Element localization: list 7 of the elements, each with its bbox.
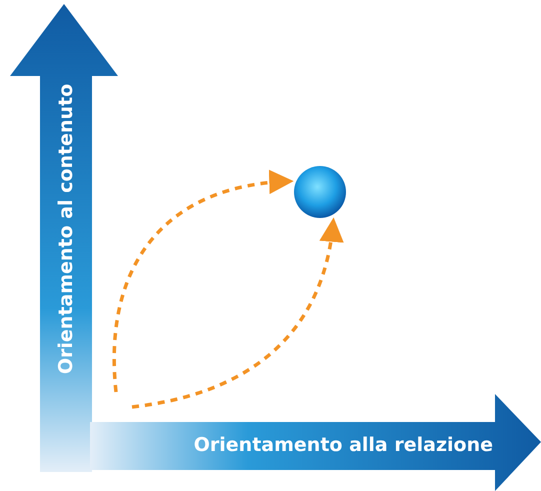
dashed-arrow	[132, 217, 343, 409]
axis-arrow	[10, 4, 118, 472]
axis-label: Orientamento alla relazione	[194, 434, 493, 456]
axis-arrow	[90, 394, 541, 491]
axis-label: Orientamento al contenuto	[55, 84, 77, 374]
sphere	[294, 166, 346, 218]
dashed-arrow	[112, 170, 294, 392]
